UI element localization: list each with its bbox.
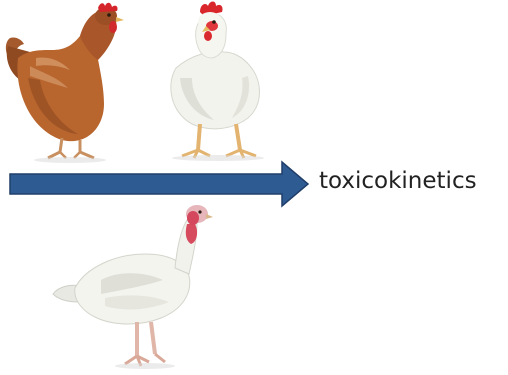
white-chicken-image: [152, 0, 277, 165]
white-turkey-icon: [45, 198, 225, 373]
white-chicken-icon: [152, 0, 277, 165]
toxicokinetics-label: toxicokinetics: [319, 166, 477, 196]
white-turkey-image: [45, 198, 225, 373]
brown-hen-icon: [0, 0, 135, 165]
brown-hen-image: [0, 0, 135, 165]
